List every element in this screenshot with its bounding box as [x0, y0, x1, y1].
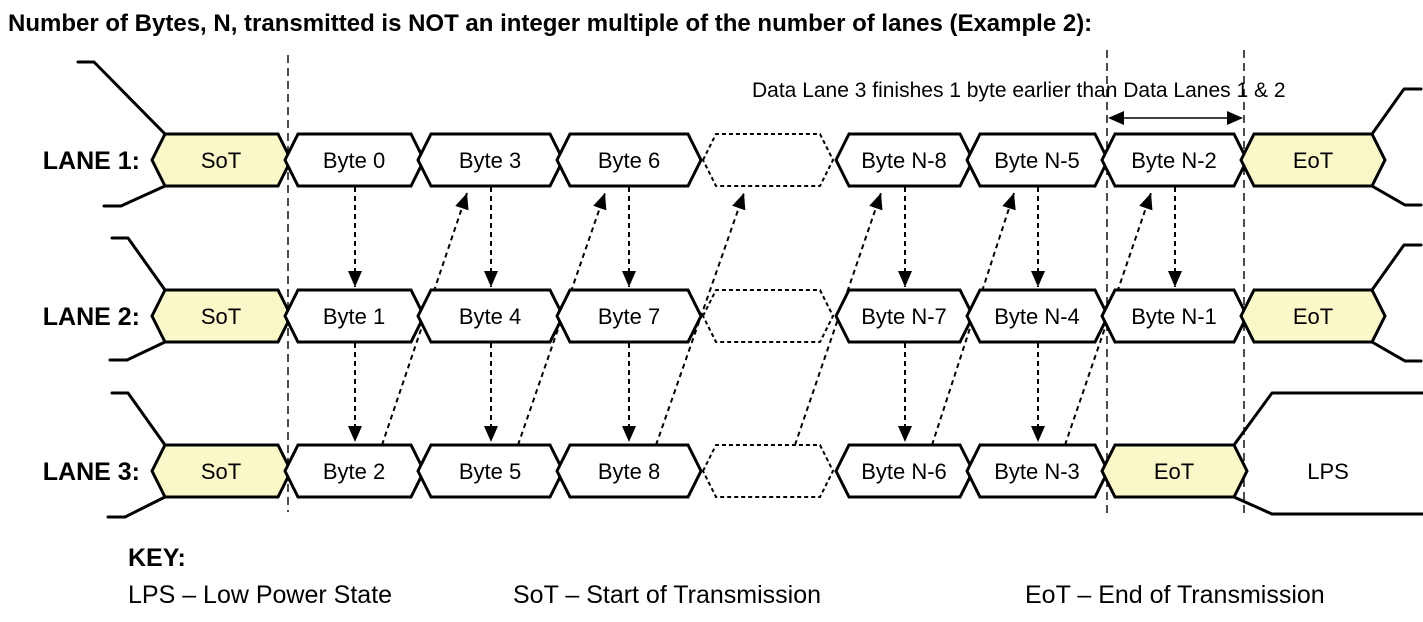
lane-3-byte8-box [555, 443, 703, 499]
lane-2-byteN4-text: Byte N-4 [994, 304, 1080, 329]
lane-3-byteN3-text: Byte N-3 [994, 459, 1080, 484]
lane-1-byte0-text: Byte 0 [323, 148, 385, 173]
lane-2-ellipsis-box [701, 289, 835, 343]
lane-2-right-bus-open [1370, 243, 1423, 363]
lane-3-eot-box [1100, 443, 1249, 499]
one-byte-measure-arrow [1108, 111, 1243, 125]
lane-2-sot-text: SoT [201, 304, 241, 329]
lane-1-byteN8-text: Byte N-8 [861, 148, 947, 173]
lane-3-lps-bus-open [1232, 391, 1423, 516]
key-heading: KEY: [128, 544, 186, 572]
key-entry-eot: EoT – End of Transmission [1025, 581, 1325, 609]
lane3-finish-annotation: Data Lane 3 finishes 1 byte earlier than… [752, 79, 1286, 102]
lane-2: LANE 2: SoT Byte 1 Byte 4 Byte 7 Byte N-… [43, 236, 1423, 363]
lane-1-label: LANE 1: [43, 147, 140, 175]
lane-2-byte7-box [555, 288, 703, 344]
lane-3-left-bus-open [106, 391, 167, 519]
measure-arrow-left-head [1108, 111, 1124, 125]
lane-2-eot-text: EoT [1293, 304, 1333, 329]
lane-1-eot-text: EoT [1293, 148, 1333, 173]
lane-2-byte7-text: Byte 7 [598, 304, 660, 329]
lane-1-ellipsis-box [701, 133, 835, 187]
lane-3: LANE 3: SoT Byte 2 Byte 5 Byte 8 Byte N-… [43, 391, 1423, 519]
lane-3-ellipsis-box [701, 444, 835, 498]
lane-1-byte6-box [555, 132, 703, 188]
lane-3-byte8-text: Byte 8 [598, 459, 660, 484]
lane-2-eot-box [1239, 288, 1387, 344]
lane-1-sot-text: SoT [201, 148, 241, 173]
arrow-byteN6-byteN5 [931, 192, 1016, 446]
lane-1-byte6-text: Byte 6 [598, 148, 660, 173]
lane-3-sot-text: SoT [201, 459, 241, 484]
lane-2-byte4-text: Byte 4 [459, 304, 521, 329]
lane-1-byte3-text: Byte 3 [459, 148, 521, 173]
lane-3-eot-text: EoT [1154, 459, 1194, 484]
lane-3-byteN6-text: Byte N-6 [861, 459, 947, 484]
key-entry-lps: LPS – Low Power State [128, 581, 392, 609]
lane-3-lps-text: LPS [1307, 459, 1349, 484]
figure-title: Number of Bytes, N, transmitted is NOT a… [8, 10, 1092, 37]
measure-arrow-right-head [1227, 111, 1243, 125]
lane-1-byteN5-text: Byte N-5 [994, 148, 1080, 173]
lane-2-byteN1-text: Byte N-1 [1131, 304, 1217, 329]
lane-3-byte5-text: Byte 5 [459, 459, 521, 484]
lane-1-eot-box [1239, 132, 1387, 188]
lane-1-left-bus-open [76, 60, 167, 208]
lane-3-label: LANE 3: [43, 458, 140, 486]
lane-2-left-bus-open [108, 236, 167, 362]
key-legend: KEY: LPS – Low Power State SoT – Start o… [128, 544, 1325, 609]
lane-1-right-bus-open [1370, 87, 1423, 207]
byte-order-arrows [348, 187, 1182, 446]
lane-2-label: LANE 2: [43, 303, 140, 331]
lane-2-byte1-text: Byte 1 [323, 304, 385, 329]
lane-3-byte2-text: Byte 2 [323, 459, 385, 484]
guide-lines [287, 50, 1245, 515]
lane-2-byteN7-text: Byte N-7 [861, 304, 947, 329]
lane-1-byteN2-text: Byte N-2 [1131, 148, 1217, 173]
key-entry-sot: SoT – Start of Transmission [513, 581, 821, 609]
lane-1: LANE 1: SoT Byte 0 Byte 3 Byte 6 Byte N-… [43, 60, 1423, 208]
